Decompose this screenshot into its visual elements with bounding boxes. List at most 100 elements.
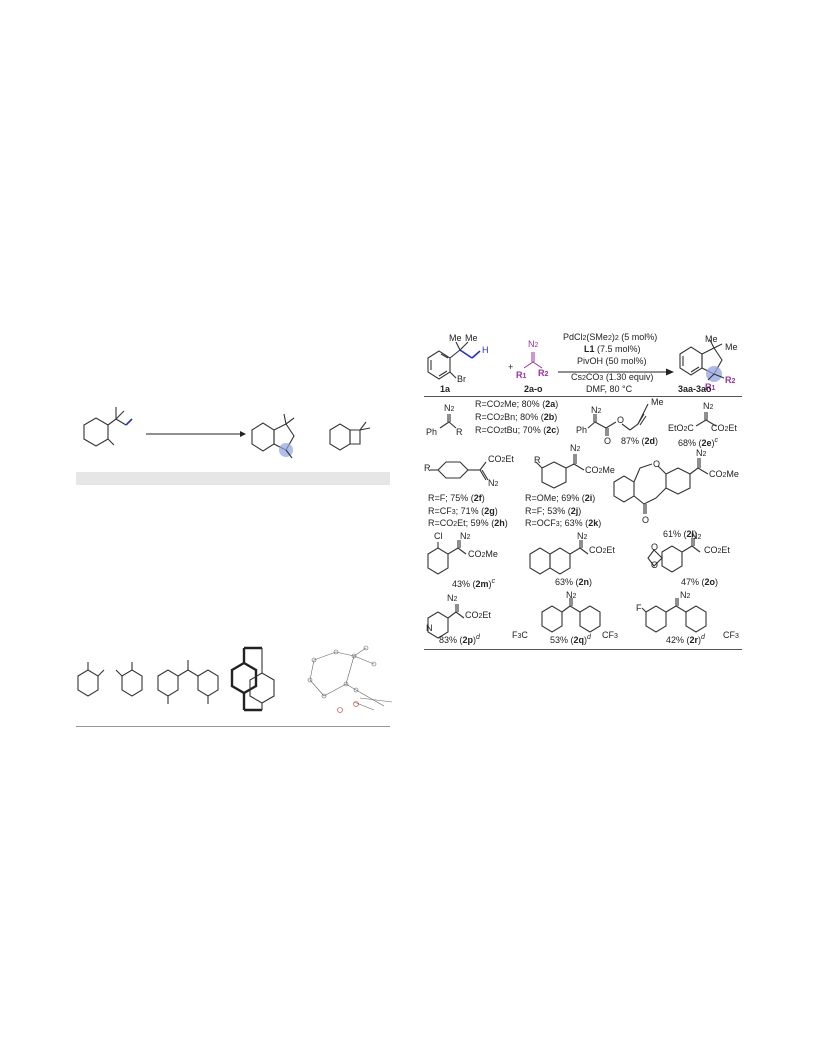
row3-co2et-o: CO2Et — [704, 545, 730, 556]
row2-co2et-f: CO2Et — [488, 454, 514, 465]
product-me-top: Me — [705, 334, 718, 344]
row1-ph-d: Ph — [576, 425, 588, 435]
row4-n2-q: N2 — [566, 590, 577, 601]
scheme-divider — [424, 396, 742, 397]
entry-2g: R=CF3; 71% (2g) — [428, 506, 498, 517]
product-r2: R2 — [725, 375, 736, 386]
diazo-n-structure — [529, 540, 589, 575]
entry-2m: 43% (2m)c — [452, 578, 496, 589]
row2-keto-o-l: O — [642, 515, 650, 525]
product-me-right: Me — [725, 342, 738, 352]
row1-eto2c-e: EtO2C — [668, 423, 694, 434]
row3-co2et-n: CO2Et — [589, 545, 615, 556]
condition-ligand: L1 (7.5 mol%) — [584, 344, 641, 354]
row2-co2me-i: CO2Me — [585, 465, 615, 476]
reactant-1a-label: 1a — [440, 384, 451, 394]
row4-n2-p: N2 — [447, 593, 458, 604]
diazo-o-structure — [647, 538, 701, 573]
row1-ph-a: Ph — [426, 427, 438, 437]
reactant-2-n2: N2 — [528, 339, 539, 350]
table-header-bar — [76, 472, 390, 485]
reactant-1a-structure — [427, 341, 481, 380]
row1-ester-o-d: O — [617, 415, 625, 425]
row1-n2-a: N2 — [444, 403, 455, 414]
product-r1: R1 — [705, 382, 716, 393]
row3-n2-o: N2 — [691, 531, 702, 542]
reactant-2-label: 2a-o — [524, 384, 543, 394]
row3-n2-m: N2 — [460, 531, 471, 542]
condition-solvent: DMF, 80 °C — [586, 384, 633, 394]
row2-r-f: R — [424, 463, 431, 473]
row3-n2-n: N2 — [577, 531, 588, 542]
row1-r-a: R — [456, 427, 463, 437]
diazo-q-structure — [541, 598, 601, 633]
reactant-1a-br: Br — [457, 374, 466, 384]
entry-2k: R=OCF3; 63% (2k) — [525, 518, 602, 529]
reactant-1a-h: H — [482, 345, 489, 355]
row4-n2-r: N2 — [680, 590, 691, 601]
entry-2n: 63% (2n) — [555, 577, 593, 587]
row3-co2me-m: CO2Me — [468, 549, 498, 560]
scope-bottom-rule — [424, 649, 742, 650]
condition-additive: PivOH (50 mol%) — [577, 356, 647, 366]
diazo-a-c-structure — [439, 414, 457, 429]
plus-sign: + — [508, 362, 514, 372]
diazo-p-structure — [427, 604, 465, 639]
row3-o-bottom-o: O — [651, 560, 659, 570]
diazo-f-h-structure — [430, 461, 489, 481]
diazo-e-structure — [695, 412, 717, 427]
entry-2e: 68% (2e)c — [678, 437, 719, 448]
reactant-2-r1: R1 — [516, 370, 527, 381]
entry-2j: R=F; 53% (2j) — [525, 506, 582, 516]
left-bottom-rule — [76, 726, 390, 727]
entry-2p: 83% (2p)d — [439, 634, 480, 645]
diazo-l-structure — [613, 458, 709, 514]
diazo-r-structure — [641, 598, 707, 633]
entry-2i: R=OMe; 69% (2i) — [525, 493, 596, 503]
entry-2b: R=CO2Bn; 80% (2b) — [475, 412, 558, 423]
diazo-d-structure — [587, 403, 649, 436]
diazo-i-k-structure — [535, 454, 585, 489]
left-arrow — [146, 431, 246, 437]
left-benzocyclobutene-structure — [329, 421, 371, 451]
row2-n2-f: N2 — [488, 478, 499, 489]
entry-2a: R=CO2Me; 80% (2a) — [475, 399, 559, 410]
row4-f3c-q: F3C — [512, 630, 528, 641]
reactant-1a-me-left: Me — [449, 333, 462, 343]
row3-cl-m: Cl — [434, 531, 443, 541]
reactant-1a-me-right: Me — [465, 333, 478, 343]
condition-catalyst: PdCl2(SMe2)2 (5 mol%) — [563, 332, 658, 343]
entry-2r: 42% (2r)d — [666, 634, 705, 645]
reactant-2-bonds — [523, 352, 543, 369]
reaction-arrow — [558, 368, 674, 376]
row1-me-d: Me — [651, 397, 664, 407]
row4-co2et-p: CO2Et — [465, 610, 491, 621]
row2-n2-l: N2 — [696, 448, 707, 459]
row1-n2-d: N2 — [591, 405, 602, 416]
row4-n-pyridine-p: N — [426, 623, 433, 633]
row2-o-l: O — [653, 459, 661, 469]
entry-2c: R=CO2tBu; 70% (2c) — [475, 425, 560, 436]
entry-2f: R=F; 75% (2f) — [428, 493, 485, 503]
row1-co2et-e: CO2Et — [711, 423, 737, 434]
row4-cf3-q: CF3 — [602, 630, 618, 641]
left-indane-structure — [251, 413, 295, 459]
condition-base: Cs2CO3 (1.30 equiv) — [571, 372, 654, 383]
row4-cf3-r: CF3 — [723, 630, 739, 641]
row2-r-i: R — [534, 455, 541, 465]
reactant-2-r2: R2 — [538, 368, 549, 379]
row1-n2-e: N2 — [703, 401, 714, 412]
entry-2q: 53% (2q)d — [550, 634, 591, 645]
product-label: 3aa-3ao — [678, 384, 712, 394]
diazo-m-structure — [427, 540, 467, 575]
row1-carbonyl-o-d: O — [604, 436, 612, 446]
entry-2h: R=CO2Et; 59% (2h) — [428, 518, 508, 529]
row4-f-r: F — [636, 603, 642, 613]
entry-2o: 47% (2o) — [681, 577, 719, 587]
product-structure — [679, 339, 725, 382]
left-bottom-structures — [77, 645, 393, 713]
entry-2l: 61% (2l) — [663, 529, 698, 539]
entry-2d: 87% (2d) — [621, 436, 659, 446]
row2-co2me-l: CO2Me — [709, 469, 739, 480]
left-reactant-structure — [83, 407, 133, 447]
